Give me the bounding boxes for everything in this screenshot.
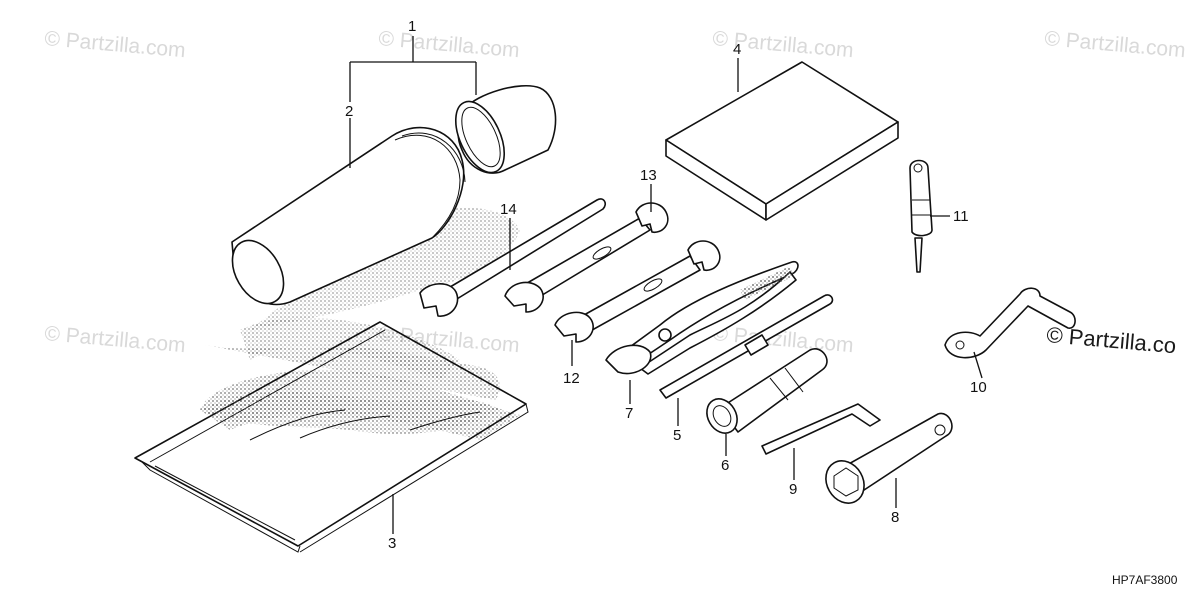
- pin-spanner: [944, 287, 1076, 359]
- screwdriver: [659, 294, 834, 399]
- spark-plug-wrench: [825, 412, 953, 504]
- callout-3: 3: [388, 535, 396, 552]
- callout-12: 12: [563, 370, 580, 387]
- rod-wrench: [419, 198, 606, 317]
- callout-labels: 1 2 3 4 5 6 7 8 9 10 11 12 13 14: [345, 18, 987, 552]
- callout-2: 2: [345, 103, 353, 120]
- tool-tube: [231, 126, 466, 306]
- diagram-code: HP7AF3800: [1112, 573, 1178, 587]
- callout-7: 7: [625, 405, 633, 422]
- open-end-wrench-upper: [504, 202, 669, 313]
- callout-9: 9: [789, 481, 797, 498]
- owners-manual: [665, 61, 899, 221]
- tool-bag: [134, 317, 529, 553]
- hex-key: [761, 403, 881, 455]
- open-end-wrench-lower: [554, 240, 721, 343]
- watermark: © Partzilla.com: [44, 322, 187, 357]
- watermark: © Partzilla.com: [378, 27, 521, 62]
- callout-4: 4: [733, 41, 741, 58]
- callout-13: 13: [640, 167, 657, 184]
- driver-handle: [909, 159, 933, 273]
- callout-1: 1: [408, 18, 416, 35]
- pliers: [605, 260, 799, 375]
- watermark: © Partzilla.com: [44, 27, 187, 62]
- tube-cap: [454, 84, 557, 174]
- callout-6: 6: [721, 457, 729, 474]
- watermark-dark: © Partzilla.co: [1046, 322, 1178, 358]
- leader-lines: [349, 36, 983, 534]
- callout-10: 10: [970, 379, 987, 396]
- callout-14: 14: [500, 201, 517, 218]
- socket-handle: [706, 348, 828, 434]
- callout-8: 8: [891, 509, 899, 526]
- callout-5: 5: [673, 427, 681, 444]
- callout-11: 11: [953, 208, 969, 225]
- watermark: © Partzilla.com: [1044, 27, 1187, 62]
